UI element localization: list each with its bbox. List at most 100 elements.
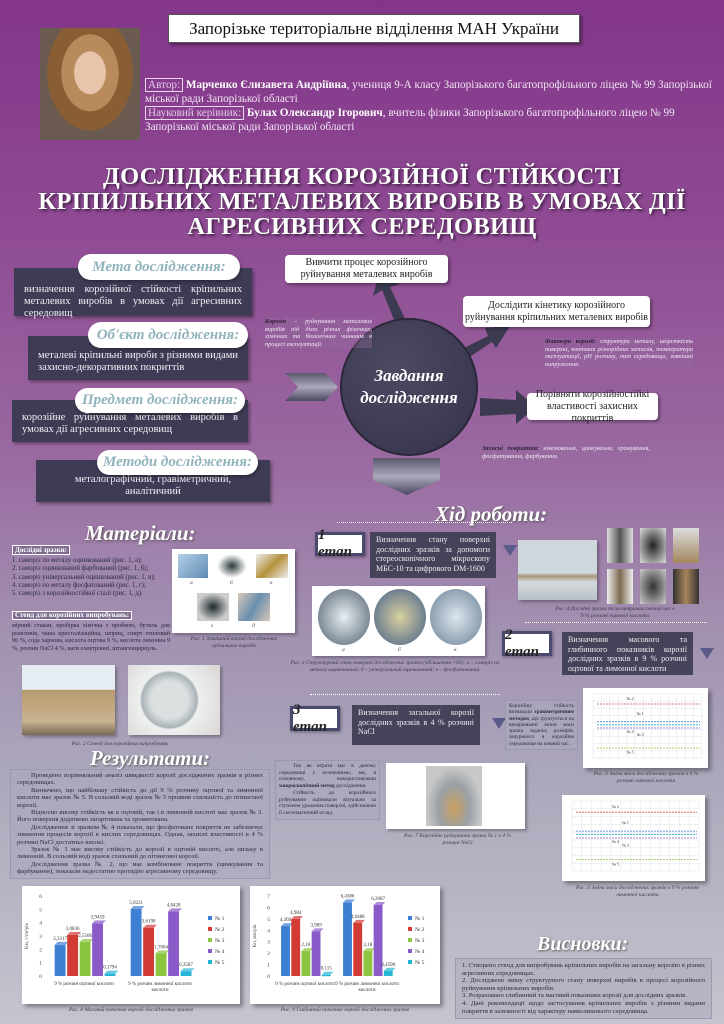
y-tick-label: 3 [267,940,270,946]
subject-label: Предмет дослідження: [75,388,245,413]
data-label: 0,1794 [103,966,117,971]
methods-label: Методи дослідження: [97,450,258,475]
legend-swatch [408,927,412,931]
y-tick-label: 7 [267,894,270,900]
sample-item: 3. саморіз універсальний оцинкований (ри… [12,573,156,581]
goal-label: Мета дослідження: [78,254,240,280]
arrow-up-icon [373,270,408,330]
tasks-center: Завдання дослідження [340,318,478,456]
y-tick-label: 2 [267,951,270,957]
data-label: 2,3317 [53,937,67,942]
fig1-letter: а [190,580,193,586]
bar [143,927,155,976]
y-tick-label: 0 [267,974,270,980]
data-label: 4,369 [280,918,292,923]
stage-3-label: 3 етап [290,702,340,735]
data-label: 4,6488 [351,915,365,920]
data-label: 6,2087 [371,897,385,902]
micrograph [374,589,426,645]
bar [155,953,167,976]
sample-photo [178,554,208,578]
y-tick-label: 1 [267,963,270,969]
sample-item: 5. саморіз з корозійностійкої сталі (рис… [12,590,143,598]
data-label: 3,9459 [91,915,105,920]
legend-swatch [408,960,412,964]
bar-top [67,931,82,935]
sample-photo [197,593,229,621]
gravi-text: , що ґрунтується на вимірюванні зміни ма… [509,715,574,747]
bar-top [373,902,386,906]
x-tick-label: кислоти [151,988,168,993]
data-label: 0,4590 [381,963,395,968]
data-label: 5,0221 [129,901,143,906]
fig1-letter: б [230,580,233,586]
line-label: № 4 [612,839,619,844]
figure-7-photo [386,763,525,829]
figure-1-caption: Рис. 1 Зовнішній вигляд досліджених кріп… [190,636,278,649]
figure-4-grid [607,528,699,604]
chevron-right-icon [285,373,338,401]
bar-top [168,908,182,912]
figure-2-photo-a [22,665,115,735]
fig1-letter: в [270,580,273,586]
y-tick-label: 3 [39,934,42,940]
legend-label: № 1 [415,916,425,922]
workflow-heading: Хід роботи: [435,502,548,526]
task-2: Дослідити кінетику корозійного руйнуванн… [463,296,650,327]
gravi-text: Корозійну стійкість визначали [509,703,574,716]
organization-banner: Запорізьке територіальне відділення МАН … [168,14,580,43]
legend-label: № 2 [415,927,425,933]
sample-item: 1. саморіз по металу оцинкований (рис. 1… [12,557,143,565]
y-axis-label: Kм, г/см²рік [24,922,30,948]
author-label: Автор: [145,78,184,92]
figure-6-line-chart: № 2№ 1№ 4№ 3№ 5 [562,795,705,881]
bar [168,911,179,976]
y-tick-label: 2 [39,947,42,953]
connector-line [310,694,500,695]
bar-top [79,938,94,942]
stand-text: мірний стакан, пробірка хімічна з пробко… [12,622,170,652]
legend-swatch [208,960,212,964]
y-tick-label: 4 [267,928,270,934]
factors-note: Фактори корозії: структура металу, шорст… [545,338,693,368]
bar-top [130,906,145,910]
bar-top [54,941,69,945]
chevron-down-icon [373,458,440,495]
line-label: № 3 [637,732,644,737]
figure-5-line-chart: № 2№ 1№ 4№ 3№ 5 [583,688,708,768]
legend-label: № 3 [215,938,225,944]
connector-line [337,522,512,523]
triangle-down-icon [503,545,517,556]
task-1: Вивчити процес корозійного руйнування ме… [285,255,448,283]
corrosion-term: Корозія [265,318,286,325]
legend-label: № 2 [215,927,225,933]
fig3-letter: а [342,647,345,653]
results-paragraph: Дослідження зразка № 2, що має комбінова… [17,860,263,876]
data-label: 3,6198 [142,920,156,925]
figure-4-caption: Рис. 4 Дослідні зразки після витримки пе… [555,606,675,619]
bar [321,974,331,977]
conclusion-item: 4. Дані рекомендації щодо застосування к… [462,999,705,1015]
results-paragraph: Проведено порівняльний аналіз швидкості … [17,772,263,787]
coatings-text: нікелювання, цинкування, хромування, фос… [482,445,650,460]
figure-9-caption: Рис. 9 Глибинний показник корозії дослід… [280,1007,410,1013]
fig3-letter: б [398,647,401,653]
legend-label: № 4 [415,949,425,955]
bar-top [321,971,334,975]
stage-2-desc: Визначення масового та глибинного показн… [562,632,693,675]
y-tick-label: 1 [39,961,42,967]
sample-photo [673,569,699,604]
line-label: № 1 [637,711,644,716]
stand-label: Стенд для корозійних випробувань: [12,611,133,621]
bar [92,923,103,976]
author-photo [40,28,140,140]
sample-photo [217,554,247,578]
data-label: 6,4386 [341,894,355,899]
macro-text: дослідження. [334,782,367,789]
samples-label: Дослідні зразки: [12,545,70,556]
macro-p2: Стійкість до корозійного руйнування оцін… [279,790,376,816]
y-tick-label: 5 [267,917,270,923]
corrosion-text: – руйнування металевих виробів під дією … [265,318,372,348]
fig3-letter: в [454,647,457,653]
